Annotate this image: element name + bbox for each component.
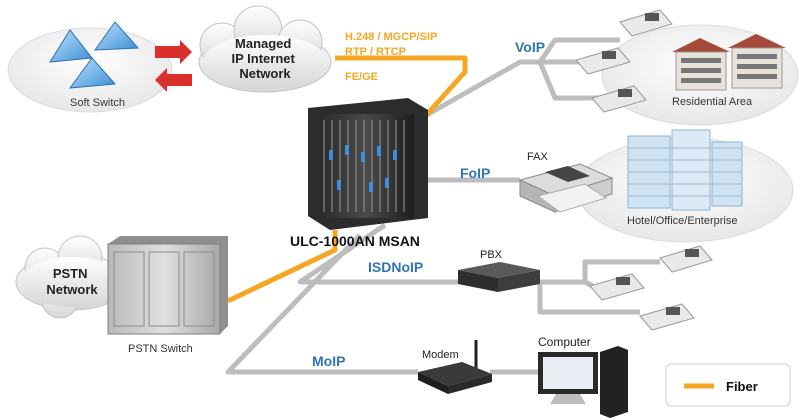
phone-icon	[591, 85, 647, 113]
service-foip: FoIP	[460, 165, 490, 181]
modem-icon	[418, 340, 492, 394]
legend: Fiber	[665, 363, 791, 407]
soft-switch-label: Soft Switch	[70, 97, 125, 109]
phone-icon	[589, 273, 645, 301]
building-icon	[627, 129, 743, 211]
pbx-icon	[458, 262, 540, 292]
pbx-label: PBX	[480, 249, 503, 261]
pstn-switch-label: PSTN Switch	[128, 343, 193, 355]
house-icon	[672, 38, 730, 91]
pstn-network-label: PSTN Network	[46, 266, 98, 297]
residential-label: Residential Area	[672, 96, 753, 108]
phone-icon	[659, 245, 713, 273]
cloud-icon	[198, 5, 332, 93]
hotel-label: Hotel/Office/Enterprise	[627, 215, 737, 227]
pstn-switch-icon	[107, 236, 228, 335]
phone-icon	[619, 9, 673, 37]
copper-links	[225, 37, 660, 375]
soft-switch-icon	[49, 21, 140, 89]
modem-label: Modem	[422, 349, 459, 361]
house-icon	[728, 34, 786, 89]
protocol-rtp: RTP / RTCP	[345, 46, 406, 58]
arrows-icon	[155, 40, 192, 92]
service-isdnoip: ISDNoIP	[368, 259, 423, 275]
fax-label: FAX	[527, 151, 548, 163]
managed-network-label: Managed IP Internet Network	[232, 36, 299, 81]
service-moip: MoIP	[312, 353, 345, 369]
protocol-h248: H.248 / MGCP/SIP	[345, 31, 437, 43]
msan-rack-icon	[308, 98, 428, 230]
pstn-cloud-icon	[15, 235, 129, 319]
phone-icon	[575, 47, 631, 75]
legend-fiber-label: Fiber	[726, 379, 758, 394]
msan-label: ULC-1000AN MSAN	[290, 233, 420, 249]
service-voip: VoIP	[515, 39, 545, 55]
phone-icon	[639, 303, 695, 331]
computer-label: Computer	[538, 335, 591, 349]
computer-icon	[538, 346, 628, 418]
protocol-fege: FE/GE	[345, 71, 378, 83]
fax-icon	[518, 163, 614, 213]
